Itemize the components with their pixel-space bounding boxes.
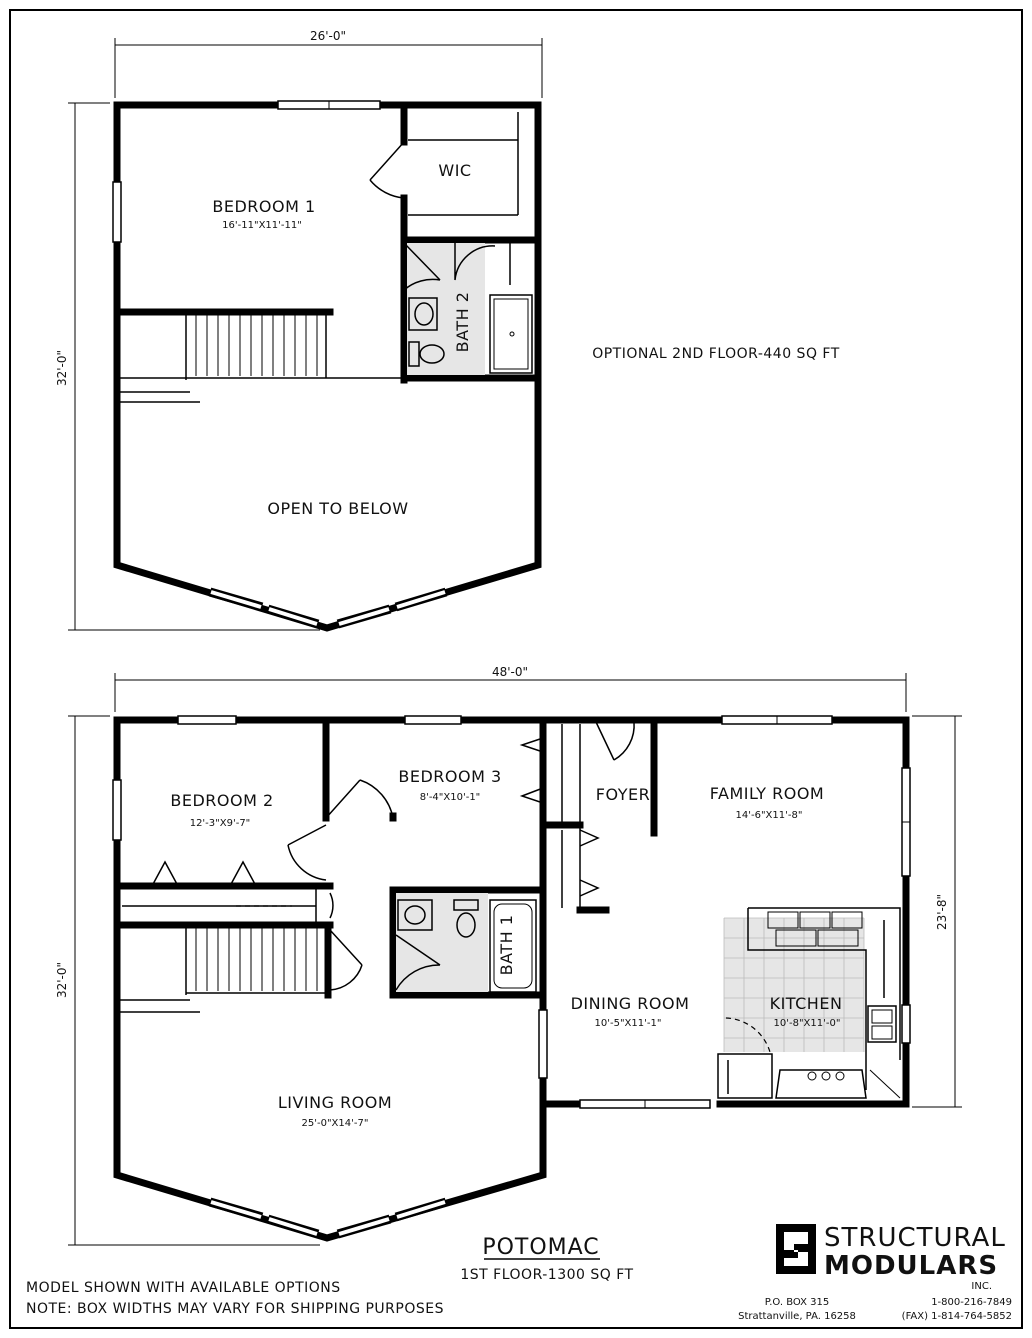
kitchen-tile-grid [723,917,865,1052]
upper-stair-treads [195,314,318,376]
room-size-family: 14'-6"X11'-8" [736,810,803,821]
first-width-dimension: 48'-0" [114,665,907,712]
room-name-open-to-below: OPEN TO BELOW [267,499,408,518]
room-name-bedroom3: BEDROOM 3 [398,767,501,786]
living-dining-opening [538,1009,548,1079]
first-right-dim-text: 23'-8" [935,894,949,930]
bedroom2-window [177,715,237,725]
kitchen-sink-icon [867,1005,897,1043]
room-name-kitchen: KITCHEN [770,994,843,1013]
bath2-closet-door [454,242,496,281]
company-address-line2: Strattanville, PA. 16258 [738,1311,856,1322]
kitchen-counters [717,907,901,1099]
bath2-toilet-icon [419,344,445,364]
room-size-dining: 10'-5"X11'-1" [595,1018,662,1029]
first-stairs [116,921,363,1013]
upper-left-window [112,181,122,243]
room-size-bedroom2: 12'-3"X9'-7" [190,818,251,829]
wic-door [369,141,405,199]
bath1-tub-icon [489,899,537,993]
upper-width-dimension: 26'-0" [114,29,543,98]
room-name-foyer: FOYER [596,785,650,804]
note-line-2: NOTE: BOX WIDTHS MAY VARY FOR SHIPPING P… [26,1301,444,1317]
kitchen-pantry-swing [725,1017,771,1053]
company-phone: 1-800-216-7849 [931,1297,1012,1308]
room-name-dining: DINING ROOM [571,994,690,1013]
foyer-closet-doors [579,829,600,897]
upper-floor-plan: 26'-0" 32'-0" [55,29,840,632]
upper-depth-dimension: 32'-0" [55,102,320,631]
first-depth-dim-text: 32'-0" [55,962,69,998]
first-floor-plan: 48'-0" 32'-0" 23'-8" [55,665,962,1246]
sm-logo-icon [776,1224,816,1274]
upper-angled-windows [208,587,448,629]
linen-closet-door [329,892,334,919]
upper-stairs [116,308,404,403]
room-size-kitchen: 10'-8"X11'-0" [774,1018,841,1029]
upper-width-dim-text: 26'-0" [310,29,346,43]
bath2-door [403,242,441,291]
bath1-toilet-icon [456,912,476,938]
company-name-line2: MODULARS [824,1251,998,1281]
room-name-living: LIVING ROOM [278,1093,392,1112]
company-name-line1: STRUCTURAL [824,1223,1006,1253]
first-width-dim-text: 48'-0" [492,665,528,679]
bath1-sink-icon [397,899,433,931]
room-name-wic: WIC [438,161,471,180]
bedroom2-door [287,824,327,881]
sheet-border [9,9,1023,1329]
bath2-sink-icon [408,297,438,331]
room-name-bath1: BATH 1 [497,915,516,976]
bedroom3-window [404,715,462,725]
bedroom2-side-window [112,779,122,841]
bedroom3-closet-doors [519,737,544,804]
bath2-shower-icon [489,294,533,374]
room-name-bedroom1: BEDROOM 1 [212,197,315,216]
company-address-line1: P.O. BOX 315 [765,1297,830,1308]
bedroom2-closet-doors [151,860,257,887]
first-floor-area-label: 1ST FLOOR-1300 SQ FT [460,1267,633,1283]
title-block: POTOMAC 1ST FLOOR-1300 SQ FT MODEL SHOWN… [26,1223,1012,1322]
room-name-bedroom2: BEDROOM 2 [170,791,273,810]
company-fax: (FAX) 1-814-764-5852 [902,1311,1012,1322]
room-size-bedroom1: 16'-11"X11'-11" [222,220,302,231]
room-name-bath2: BATH 2 [453,292,472,353]
upper-depth-dim-text: 32'-0" [55,350,69,386]
room-size-living: 25'-0"X14'-7" [302,1118,369,1129]
room-size-bedroom3: 8'-4"X10'-1" [420,792,481,803]
plan-name: POTOMAC [482,1235,599,1260]
note-line-1: MODEL SHOWN WITH AVAILABLE OPTIONS [26,1280,341,1296]
first-right-dimension: 23'-8" [912,715,962,1108]
first-angled-windows [208,1197,448,1239]
first-stair-treads [195,927,318,991]
company-suffix: INC. [971,1281,992,1292]
basement-door [329,929,363,991]
bedroom3-door [325,779,394,819]
upper-floor-area-label: OPTIONAL 2ND FLOOR-440 SQ FT [592,346,840,362]
first-depth-dimension: 32'-0" [55,715,320,1246]
front-entry-door [595,721,635,761]
kitchen-window [901,1004,911,1044]
bath1-door [395,934,441,991]
room-name-family: FAMILY ROOM [710,784,824,803]
